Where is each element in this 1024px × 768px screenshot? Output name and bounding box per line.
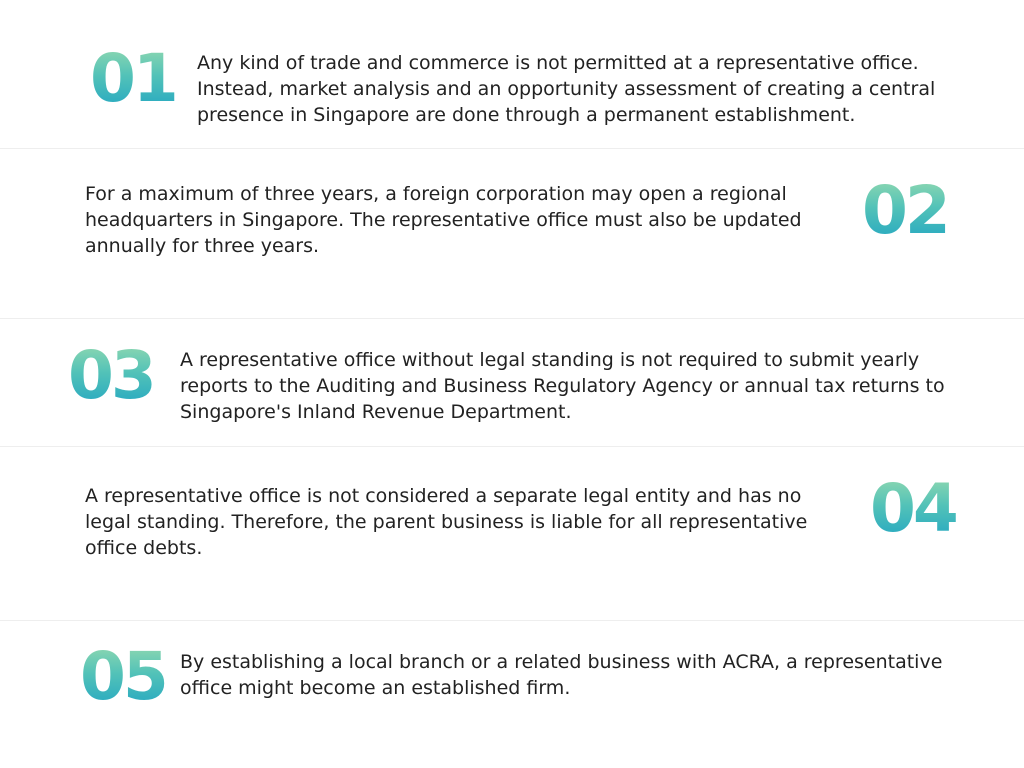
item-text-line: By establishing a local branch or a rela… bbox=[180, 651, 943, 673]
item-text-line: legal standing. Therefore, the parent bu… bbox=[85, 511, 808, 533]
item-text-01: Any kind of trade and commerce is not pe… bbox=[197, 50, 935, 128]
item-text-line: A representative office without legal st… bbox=[180, 349, 920, 371]
item-text-line: office might become an established firm. bbox=[180, 677, 571, 699]
item-text-line: A representative office is not considere… bbox=[85, 485, 802, 507]
item-text-02: For a maximum of three years, a foreign … bbox=[85, 181, 802, 259]
item-text-line: reports to the Auditing and Business Reg… bbox=[180, 375, 945, 397]
item-number-02: 02 bbox=[862, 172, 951, 249]
divider bbox=[0, 318, 1024, 319]
item-text-03: A representative office without legal st… bbox=[180, 347, 945, 425]
item-text-line: annually for three years. bbox=[85, 235, 320, 257]
item-text-05: By establishing a local branch or a rela… bbox=[180, 649, 942, 701]
item-number-05: 05 bbox=[80, 638, 169, 715]
item-number-04: 04 bbox=[870, 470, 959, 547]
divider bbox=[0, 148, 1024, 149]
item-number-01: 01 bbox=[90, 40, 179, 117]
item-text-line: For a maximum of three years, a foreign … bbox=[85, 183, 787, 205]
item-text-line: office debts. bbox=[85, 537, 203, 559]
item-text-line: presence in Singapore are done through a… bbox=[197, 104, 856, 126]
divider bbox=[0, 620, 1024, 621]
item-text-04: A representative office is not considere… bbox=[85, 483, 807, 561]
item-text-line: Any kind of trade and commerce is not pe… bbox=[197, 52, 919, 74]
item-text-line: Singapore's Inland Revenue Department. bbox=[180, 401, 572, 423]
item-text-line: headquarters in Singapore. The represent… bbox=[85, 209, 802, 231]
item-text-line: Instead, market analysis and an opportun… bbox=[197, 78, 936, 100]
divider bbox=[0, 446, 1024, 447]
item-number-03: 03 bbox=[68, 337, 157, 414]
